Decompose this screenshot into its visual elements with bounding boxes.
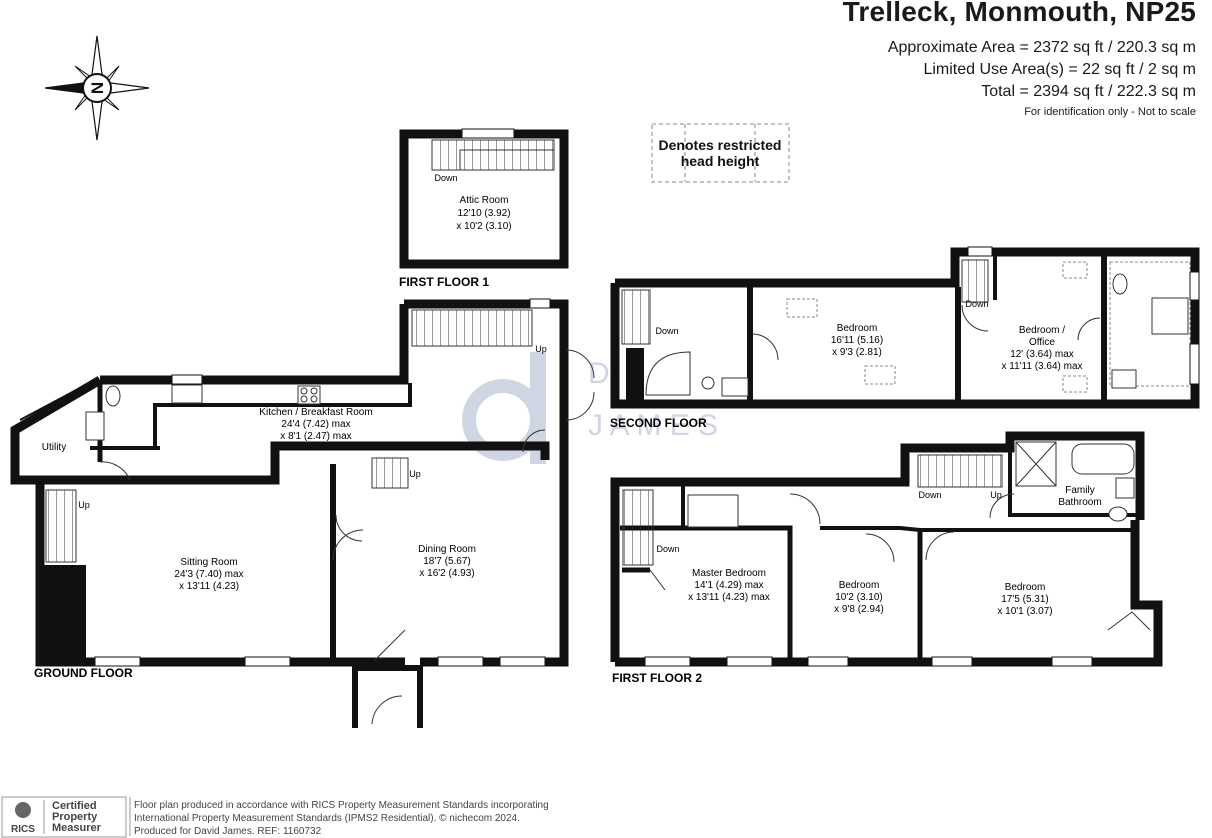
compass-icon: N	[44, 35, 150, 141]
bed2-dim2: x 9'8 (2.94)	[834, 604, 884, 615]
dining-stair-label: Up	[409, 469, 421, 479]
first-floor-2: Down Down Up Master Bedroom 14'1 (4.29) …	[610, 431, 1163, 667]
family-bath-name1: Family	[1065, 485, 1094, 496]
bed3-dim1: 17'5 (5.31)	[1001, 594, 1049, 605]
attic-dim2: x 10'2 (3.10)	[456, 221, 511, 232]
attic-dim1: 12'10 (3.92)	[457, 208, 510, 219]
legend-line1: Denotes restricted	[659, 137, 782, 153]
scale-note: For identification only - Not to scale	[1024, 106, 1196, 118]
master-dim1: 14'1 (4.29) max	[694, 580, 763, 591]
ff2-landing-up-label: Up	[990, 490, 1002, 500]
floor-label-first-floor-1: FIRST FLOOR 1	[399, 275, 489, 289]
bed3-name: Bedroom	[1005, 582, 1046, 593]
family-bath-name2: Bathroom	[1058, 497, 1101, 508]
dining-dim1: 18'7 (5.67)	[423, 556, 471, 567]
kitchen-dim2: x 8'1 (2.47) max	[280, 431, 351, 442]
sf-stair-left-label: Down	[655, 326, 678, 336]
master-dim2: x 13'11 (4.23) max	[688, 592, 770, 603]
floor-label-first-floor-2: FIRST FLOOR 2	[612, 671, 702, 685]
sitting-dim2: x 13'11 (4.23)	[179, 581, 239, 592]
kitchen-dim1: 24'4 (7.42) max	[281, 419, 350, 430]
rics-line2: Property	[52, 811, 98, 823]
sf-bedroom-dim2: x 9'3 (2.81)	[832, 347, 882, 358]
kitchen-name: Kitchen / Breakfast Room	[259, 407, 372, 418]
rics-line3: Measurer	[52, 822, 101, 834]
floor-label-ground-floor: GROUND FLOOR	[34, 666, 133, 680]
ff2-landing-down-label: Down	[918, 490, 941, 500]
footer-line3: Produced for David James. REF: 1160732	[134, 826, 322, 837]
master-name: Master Bedroom	[692, 568, 766, 579]
rics-line1: Certified	[52, 800, 97, 812]
ff2-master-stair-label: Down	[656, 544, 679, 554]
rics-certified-text: Certified Property Measurer	[52, 801, 101, 834]
rics-logo: RICS	[1, 796, 127, 838]
rics-logo-text: RICS	[11, 824, 35, 835]
attic-name: Attic Room	[460, 195, 509, 206]
bed2-dim1: 10'2 (3.10)	[835, 592, 883, 603]
bed3-dim2: x 10'1 (3.07)	[997, 606, 1052, 617]
limited-use-area: Limited Use Area(s) = 22 sq ft / 2 sq m	[923, 61, 1196, 78]
kitchen-stair-label: Up	[535, 344, 547, 354]
office-dim2: x 11'11 (3.64) max	[1001, 361, 1082, 372]
attic-stair-label: Down	[434, 173, 457, 183]
footer-line2: International Property Measurement Stand…	[134, 813, 520, 824]
second-floor: Down Down Bedroom 16'11 (5.16) x 9'3 (2.…	[610, 246, 1200, 409]
property-title: Trelleck, Monmouth, NP25	[842, 0, 1196, 27]
dining-dim2: x 16'2 (4.93)	[419, 568, 474, 579]
legend-restricted-height: Denotes restricted head height	[651, 123, 790, 183]
compass-label: N	[88, 82, 107, 94]
legend-line2: head height	[681, 153, 760, 169]
office-dim1: 12' (3.64) max	[1010, 349, 1074, 360]
attic-floor: Down Attic Room 12'10 (3.92) x 10'2 (3.1…	[399, 128, 569, 269]
utility-name: Utility	[42, 442, 66, 453]
bed2-name: Bedroom	[839, 580, 880, 591]
office-name1: Bedroom /	[1019, 325, 1065, 336]
watermark-line2: J A M E S	[588, 409, 718, 442]
sitting-stair-label: Up	[78, 500, 90, 510]
footer-text: Floor plan produced in accordance with R…	[134, 799, 549, 838]
office-name2: Office	[1029, 337, 1055, 348]
sitting-dim1: 24'3 (7.40) max	[174, 569, 243, 580]
dining-name: Dining Room	[418, 544, 476, 555]
sf-stair-right-label: Down	[965, 299, 988, 309]
sf-bedroom-dim1: 16'11 (5.16)	[831, 335, 883, 346]
ground-floor: Up Up Up Kitchen / Breakfast Room	[10, 298, 595, 728]
sitting-name: Sitting Room	[180, 557, 237, 568]
floor-label-second-floor: SECOND FLOOR	[610, 416, 707, 430]
sf-bedroom-name: Bedroom	[837, 323, 878, 334]
total-area: Total = 2394 sq ft / 222.3 sq m	[981, 83, 1196, 100]
approx-area: Approximate Area = 2372 sq ft / 220.3 sq…	[887, 39, 1196, 56]
footer-line1: Floor plan produced in accordance with R…	[134, 800, 549, 811]
